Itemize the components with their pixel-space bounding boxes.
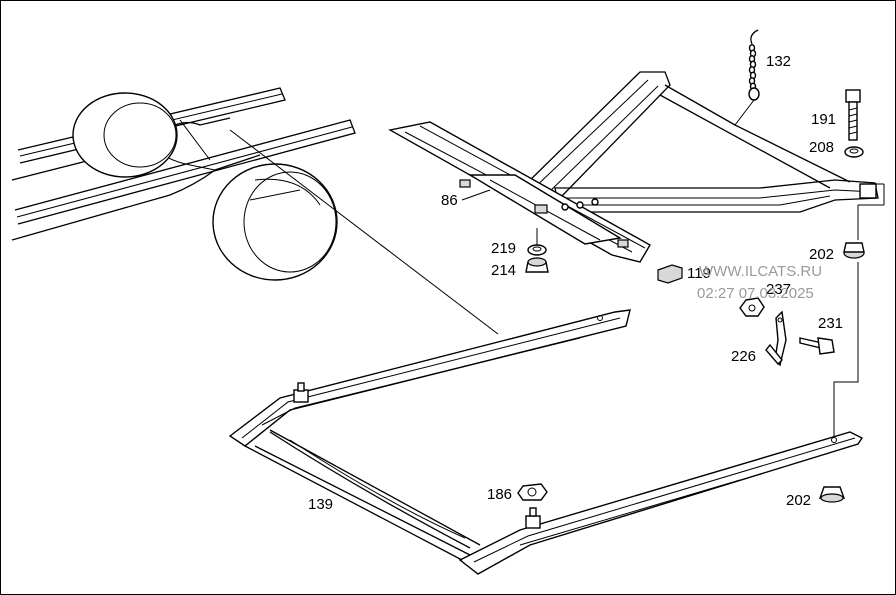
- watermark-site: WWW.ILCATS.RU: [699, 263, 822, 280]
- label-208: 208: [809, 139, 834, 156]
- label-86: 86: [441, 192, 458, 209]
- label-202-lower: 202: [786, 492, 811, 509]
- nut-202-lower-icon: [819, 486, 845, 503]
- leader-line-86: [461, 189, 491, 201]
- chain-hook: [734, 29, 760, 126]
- label-226: 226: [731, 348, 756, 365]
- label-119: 119: [687, 265, 711, 282]
- block-119-icon: [657, 264, 683, 284]
- nut-202-upper-icon: [843, 242, 865, 259]
- bracket-226-icon: [765, 310, 787, 367]
- leader-line-202: [833, 262, 859, 440]
- label-132: 132: [766, 53, 791, 70]
- nut-214-icon: [525, 257, 549, 273]
- label-139: 139: [308, 496, 333, 513]
- label-202-upper: 202: [809, 246, 834, 263]
- crossmember-assembly: [388, 71, 879, 263]
- leader-line-139: [229, 129, 499, 335]
- washer-208-icon: [844, 146, 864, 158]
- nut-186-icon: [517, 483, 548, 501]
- label-231: 231: [818, 315, 843, 332]
- label-219: 219: [491, 240, 516, 257]
- label-186: 186: [487, 486, 512, 503]
- label-237: 237: [766, 281, 791, 298]
- watermark-timestamp: 02:27 07.03.2025: [697, 285, 814, 302]
- nut-237-icon: [739, 297, 765, 317]
- vehicle-chassis-outline: [11, 87, 356, 281]
- label-214: 214: [491, 262, 516, 279]
- bolt-191-icon: [845, 89, 861, 141]
- label-191: 191: [811, 111, 836, 128]
- washer-219-icon: [527, 244, 547, 256]
- lower-frame-139: [228, 309, 864, 575]
- bolt-231-icon: [799, 337, 835, 355]
